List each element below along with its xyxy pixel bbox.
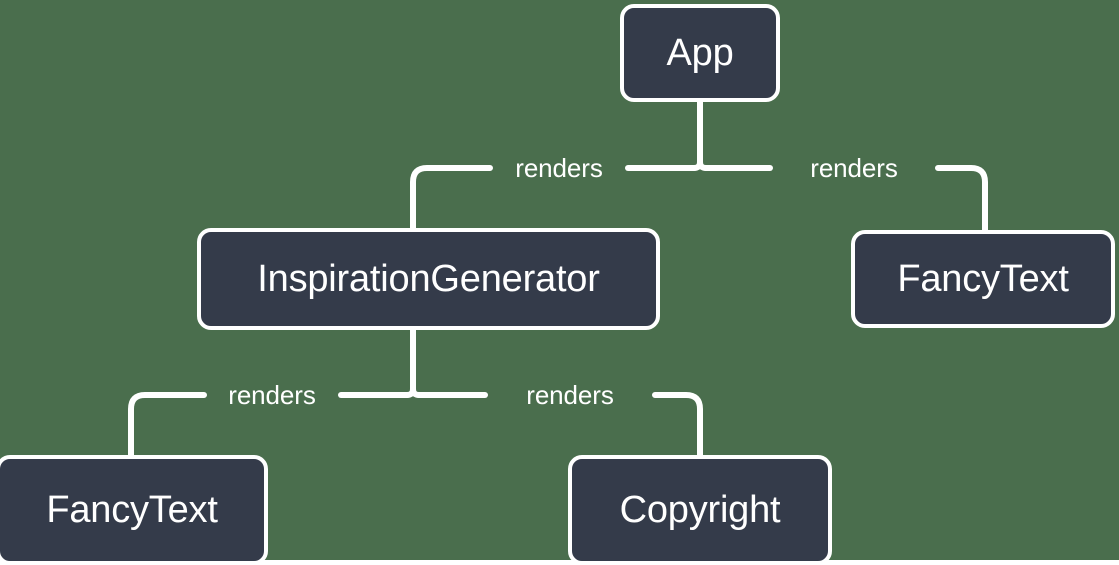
edge-app-stem: [691, 99, 703, 171]
edge-label-app-to-inspiration-generator: renders: [515, 153, 603, 183]
edge-inspgen-fancy-seg-left: [128, 392, 207, 458]
edge-app-fancy-seg-right: [935, 165, 988, 233]
node-copyright[interactable]: Copyright: [568, 455, 832, 565]
edge-label-inspiration-generator-to-fancy-text: renders: [228, 380, 316, 410]
node-fancy-text-right[interactable]: FancyText: [851, 230, 1115, 328]
node-inspiration-generator[interactable]: InspirationGenerator: [197, 228, 660, 330]
node-app[interactable]: App: [620, 4, 780, 102]
node-fancy-text-left[interactable]: FancyText: [0, 455, 268, 565]
edge-inspgen-stem: [404, 327, 416, 398]
edge-app-inspgen-seg-left: [410, 165, 493, 231]
edge-label-app-to-fancy-text: renders: [810, 153, 898, 183]
edge-label-inspiration-generator-to-copyright: renders: [526, 380, 614, 410]
edge-inspgen-copyright-seg-right: [652, 392, 703, 458]
